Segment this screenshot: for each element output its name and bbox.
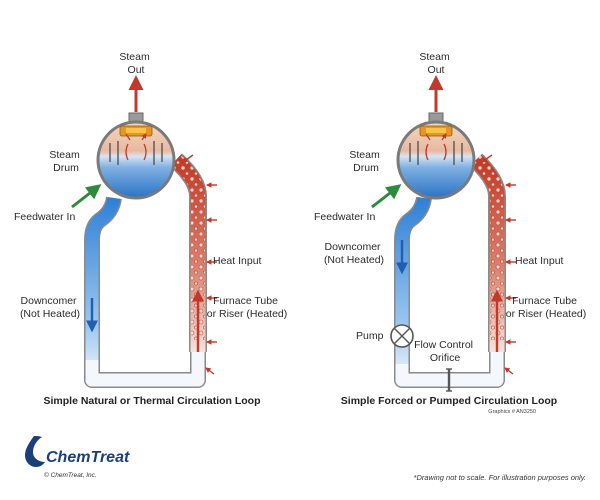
steam-out-label: Steam Out [419, 51, 452, 76]
heat-input-arrows [182, 154, 217, 375]
orifice-label: Flow Control Orifice [414, 339, 476, 364]
downcomer-pipe [84, 196, 206, 388]
downcomer-label: Downcomer (Not Heated) [20, 295, 80, 320]
steam-drum-label: Steam Drum [49, 149, 82, 174]
heat-input-label: Heat Input [515, 255, 564, 267]
left-caption: Simple Natural or Thermal Circulation Lo… [43, 395, 260, 407]
feedwater-label: Feedwater In [314, 211, 375, 223]
heat-input-arrows [481, 154, 516, 375]
chemtreat-logo: ChemTreat © ChemTreat, Inc. [25, 436, 130, 479]
natural-circulation-loop: Steam Out Steam Drum Feedwater In Heat I… [14, 51, 287, 407]
graphics-id: Graphics # AN3250 [488, 409, 536, 415]
downcomer-label: Downcomer (Not Heated) [324, 241, 384, 266]
steam-drum [396, 112, 476, 200]
riser-label: Furnace Tube or Riser (Heated) [506, 295, 587, 320]
steam-drum-label: Steam Drum [349, 149, 382, 174]
copyright: © ChemTreat, Inc. [44, 471, 97, 479]
steam-out-label: Steam Out [119, 51, 152, 76]
right-caption: Simple Forced or Pumped Circulation Loop [341, 395, 557, 407]
feedwater-arrow [371, 184, 402, 209]
brand-name: ChemTreat [46, 449, 130, 466]
water-drop-icon [25, 436, 45, 467]
steam-drum [96, 112, 176, 200]
feedwater-label: Feedwater In [14, 211, 75, 223]
pump-label: Pump [356, 330, 384, 342]
orifice-symbol [446, 368, 452, 392]
pump-symbol [390, 324, 414, 348]
heat-input-label: Heat Input [213, 255, 262, 267]
disclaimer: *Drawing not to scale. For illustration … [414, 473, 586, 482]
riser-label: Furnace Tube or Riser (Heated) [207, 295, 288, 320]
feedwater-arrow [71, 184, 102, 209]
forced-circulation-loop: Steam Out Steam Drum Feedwater In Heat I… [314, 51, 586, 415]
